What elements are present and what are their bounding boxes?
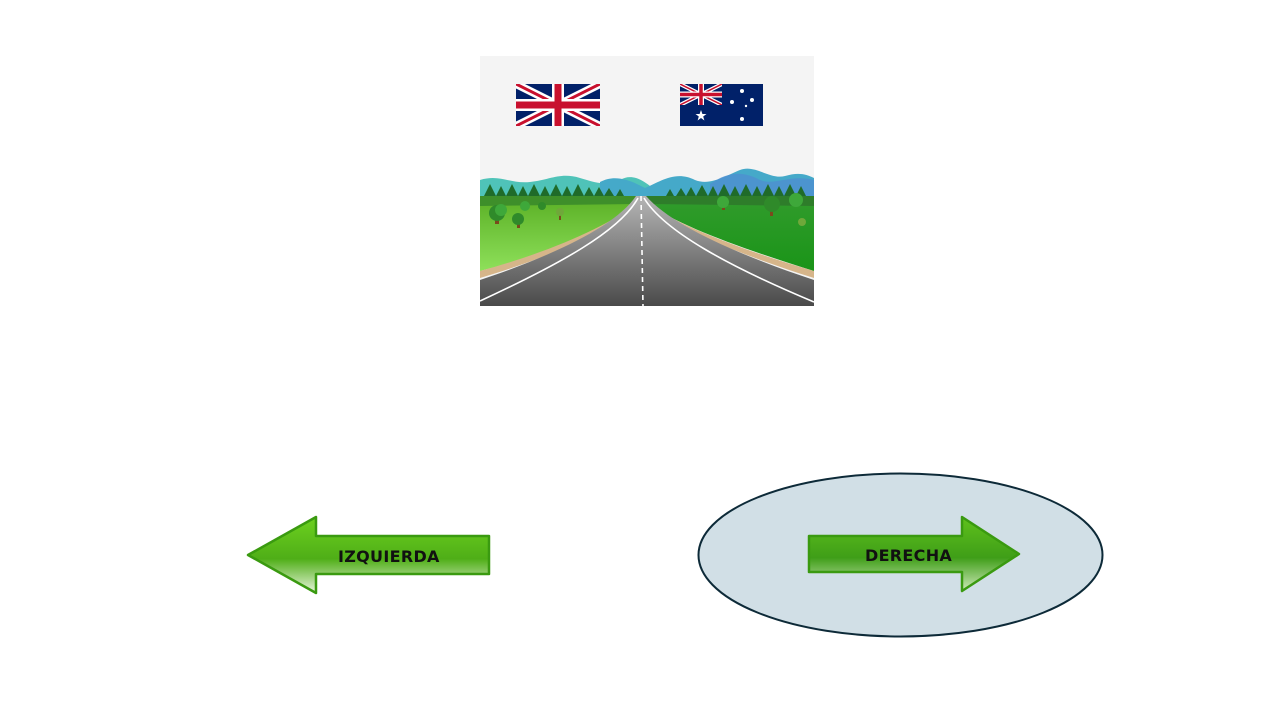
left-option-label: IZQUIERDA (338, 547, 440, 566)
right-option-label: DERECHA (865, 546, 953, 565)
left-option-button[interactable]: IZQUIERDA (246, 515, 492, 595)
right-option-button[interactable]: DERECHA (806, 514, 1022, 594)
road-illustration (480, 56, 814, 306)
united-kingdom-flag-icon (516, 84, 600, 126)
australia-flag-icon (680, 84, 763, 126)
right-arrow-icon (807, 515, 1021, 593)
tree-line-icon (484, 184, 806, 196)
left-arrow-icon (246, 515, 491, 595)
tree-icon (489, 193, 806, 228)
